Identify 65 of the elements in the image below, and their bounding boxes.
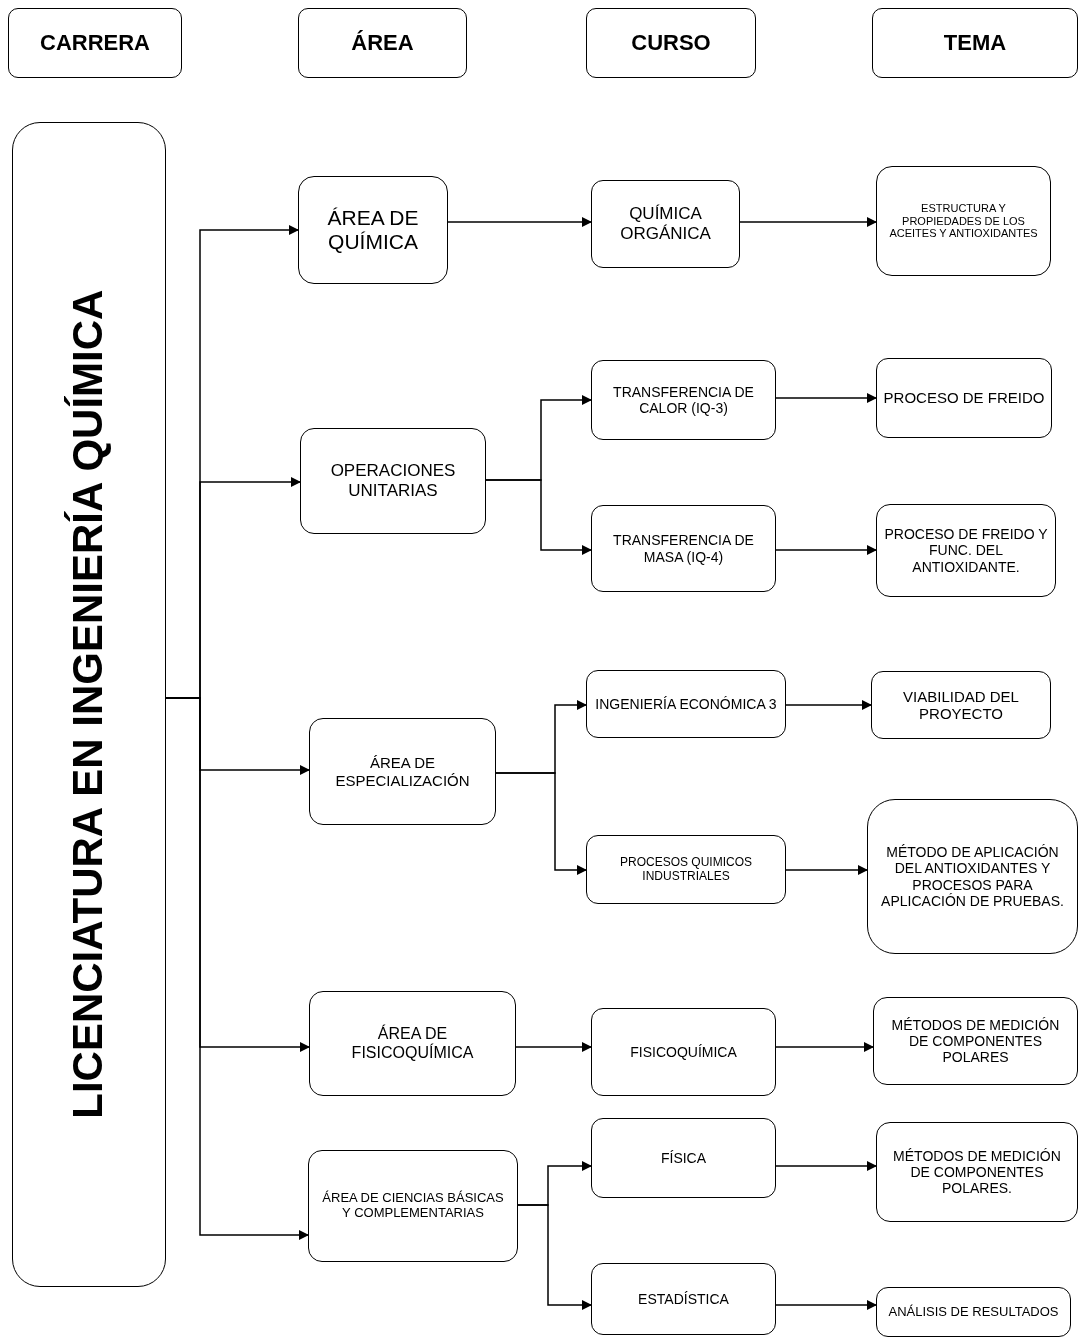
arrow — [775, 1161, 877, 1171]
arrow — [739, 217, 877, 227]
process-box — [300, 428, 486, 534]
process-box — [298, 176, 448, 284]
box-text: MÉTODOS DE MEDICIÓN DE COMPONENTES POLARES. — [892, 1147, 1062, 1197]
column-header — [8, 8, 182, 78]
vertical-title: LICENCIATURA EN INGENIERÍA QUÍMICA — [64, 289, 113, 1120]
arrow — [495, 772, 587, 875]
box-text: ÁREA DE ESPECIALIZACIÓN — [334, 754, 471, 789]
box-text: PROCESO DE FREIDO Y FUNC. DEL ANTIOXIDANTE. — [883, 526, 1049, 575]
arrow — [775, 1042, 874, 1052]
arrow — [485, 479, 592, 555]
arrow — [785, 865, 868, 875]
box-text: CURSO — [631, 30, 711, 56]
box-text: FISICOQUÍMICA — [630, 1043, 737, 1061]
degree-box — [12, 122, 166, 1287]
box-text: FÍSICA — [660, 1149, 707, 1167]
process-box — [876, 358, 1052, 438]
process-box — [309, 991, 516, 1096]
process-box — [308, 1150, 518, 1262]
process-box — [876, 1287, 1071, 1337]
process-box — [873, 997, 1078, 1085]
box-text: MÉTODO DE APLICACIÓN DEL ANTIOXIDANTES Y PROCESOS PARA APLICACIÓN DE PRUEBAS. — [880, 844, 1065, 909]
box-text: TEMA — [943, 30, 1007, 56]
box-text: PROCESOS QUIMICOS INDUSTRIALES — [619, 855, 753, 884]
box-text: ÁREA DE CIENCIAS BÁSICAS Y COMPLEMENTARIAS — [321, 1191, 505, 1221]
process-box — [591, 1008, 776, 1096]
process-box — [591, 505, 776, 592]
box-text: PROCESO DE FREIDO — [883, 389, 1045, 407]
process-box — [586, 835, 786, 904]
process-box — [591, 1263, 776, 1335]
process-box — [591, 180, 740, 268]
arrow — [515, 1042, 592, 1052]
box-text: TRANSFERENCIA DE MASA (IQ-4) — [612, 532, 755, 565]
box-text: VIABILIDAD DEL PROYECTO — [902, 687, 1020, 723]
process-box — [876, 166, 1051, 276]
process-box — [867, 799, 1078, 954]
box-text: ÁREA — [351, 30, 414, 56]
column-header — [298, 8, 467, 78]
process-box — [586, 670, 786, 738]
box-text: ÁREA DE QUÍMICA — [326, 205, 420, 255]
box-text: OPERACIONES UNITARIAS — [329, 461, 457, 501]
arrow — [775, 393, 877, 403]
arrow — [447, 217, 592, 227]
arrow — [775, 1300, 877, 1310]
box-text: CARRERA — [40, 30, 150, 56]
box-text: QUÍMICA ORGÁNICA — [619, 204, 712, 244]
process-box — [876, 1122, 1078, 1222]
process-box — [591, 360, 776, 440]
process-box — [309, 718, 496, 825]
box-text: ESTADÍSTICA — [638, 1290, 729, 1308]
column-header — [872, 8, 1078, 78]
box-text: ESTRUCTURA Y PROPIEDADES DE LOS ACEITES Y ANTIOXIDANTES — [888, 202, 1039, 240]
process-box — [871, 671, 1051, 739]
box-text: INGENIERÍA ECONÓMICA 3 — [595, 695, 777, 713]
box-text: TRANSFERENCIA DE CALOR (IQ-3) — [612, 383, 755, 417]
arrow — [785, 700, 872, 710]
box-text: ANÁLISIS DE RESULTADOS — [888, 1304, 1059, 1320]
process-box — [876, 504, 1056, 597]
box-text: ÁREA DE FISICOQUÍMICA — [350, 1025, 475, 1062]
box-text: MÉTODOS DE MEDICIÓN DE COMPONENTES POLARES — [890, 1016, 1061, 1066]
column-header — [586, 8, 756, 78]
process-box — [591, 1118, 776, 1198]
arrow — [775, 545, 877, 555]
arrow — [517, 1204, 592, 1310]
